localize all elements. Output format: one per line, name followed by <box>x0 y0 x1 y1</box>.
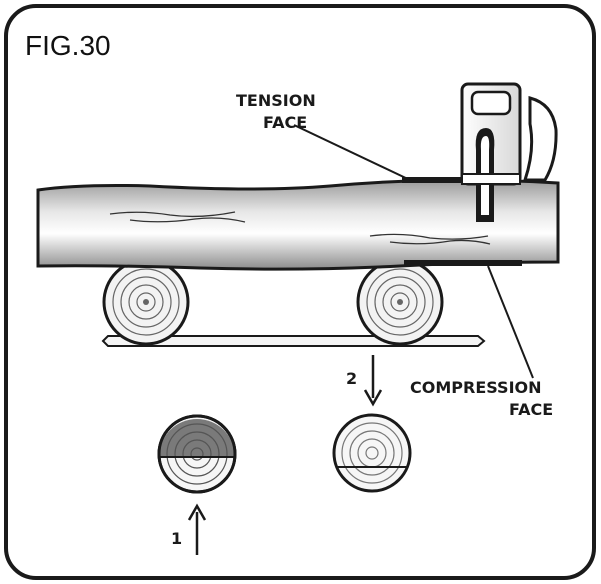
svg-text:FACE: FACE <box>509 400 553 419</box>
svg-text:TENSION: TENSION <box>236 91 316 110</box>
svg-text:COMPRESSION: COMPRESSION <box>410 378 542 397</box>
compression-face-marker <box>404 260 522 266</box>
figure-title: FIG.30 <box>25 30 111 61</box>
support-log-right <box>358 260 442 344</box>
step-2-number: 2 <box>346 369 357 388</box>
cross-section-step-2 <box>334 415 410 491</box>
step-1-number: 1 <box>171 529 182 548</box>
cross-section-step-1 <box>159 416 235 492</box>
support-log-left <box>104 260 188 344</box>
